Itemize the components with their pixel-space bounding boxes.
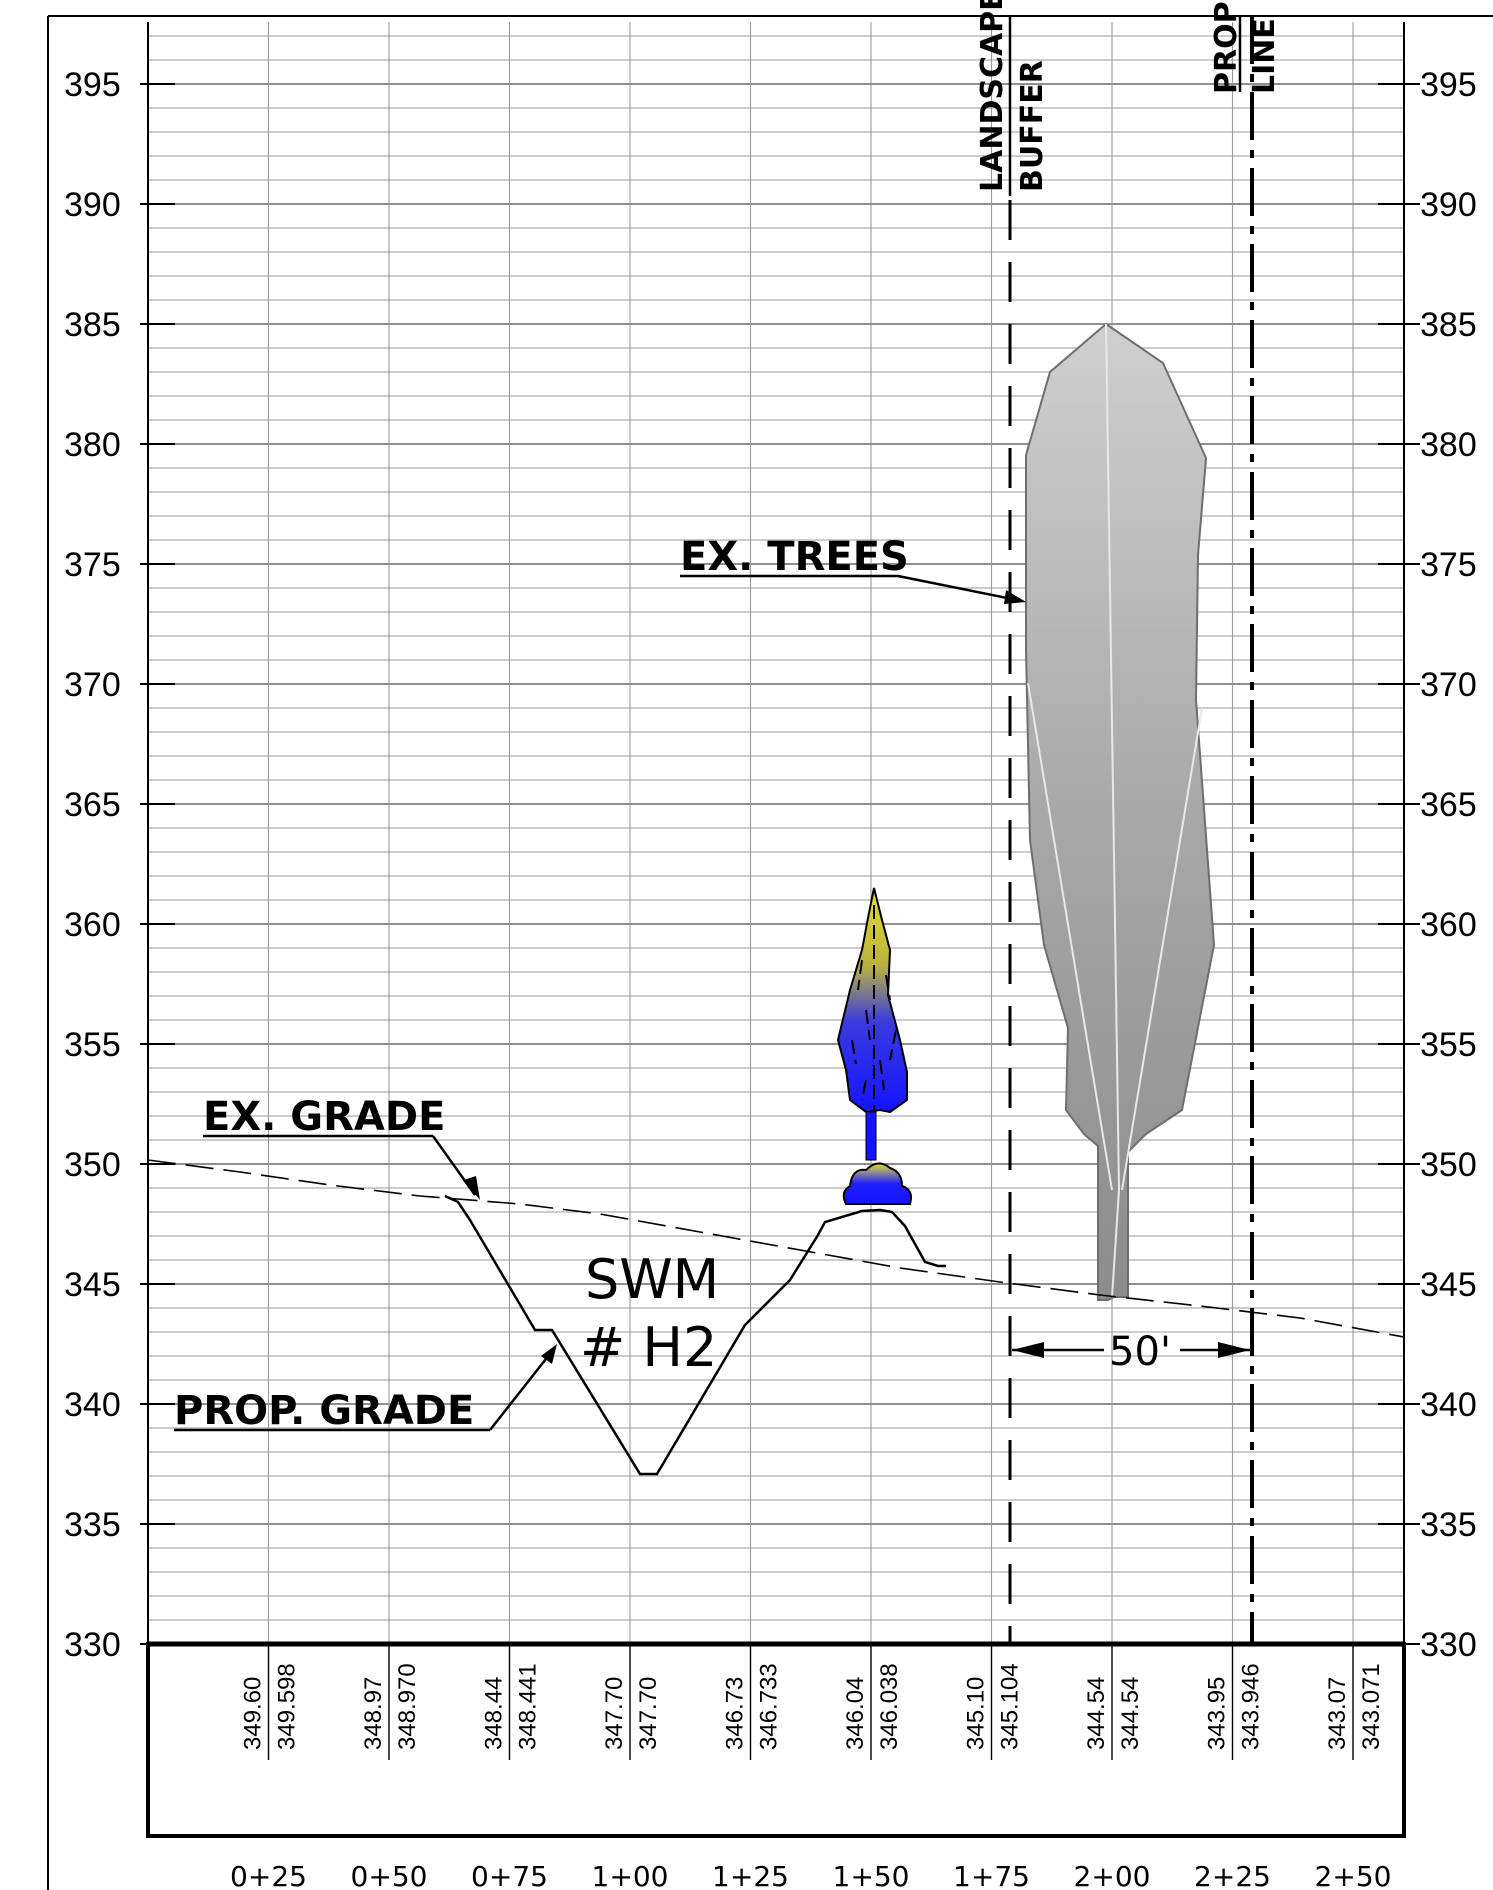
station-label: 1+25 <box>712 1860 789 1890</box>
existing-tree-vein-left <box>1027 682 1113 1191</box>
elevation-label-left: 365 <box>64 786 121 824</box>
proposed-shrub-canopy <box>836 887 908 1114</box>
existing-grade-value: 346.73 <box>722 1677 749 1750</box>
existing-grade-line <box>147 1159 1405 1338</box>
proposed-grade-value: 346.038 <box>876 1663 903 1750</box>
existing-tree-vein-center <box>1105 323 1120 1191</box>
elevation-label-left: 340 <box>64 1386 121 1424</box>
elevation-label-right: 380 <box>1420 426 1477 464</box>
station-label: 1+50 <box>833 1860 910 1890</box>
elevation-label-right: 355 <box>1420 1026 1477 1064</box>
proposed-grade-value: 347.70 <box>635 1677 662 1750</box>
elevation-label-right: 395 <box>1420 66 1477 104</box>
proposed-grade-value: 345.104 <box>997 1663 1024 1750</box>
existing-tree-canopy <box>1025 322 1216 1301</box>
station-label: 1+00 <box>592 1860 669 1890</box>
station-label: 0+50 <box>351 1860 428 1890</box>
elevation-label-left: 330 <box>64 1626 121 1664</box>
ex-trees-arrowhead <box>1004 590 1026 604</box>
ex-grade-leader <box>431 1135 477 1196</box>
elevation-label-right: 385 <box>1420 306 1477 344</box>
dimension-arrow-left <box>1012 1342 1044 1358</box>
station-label: 1+75 <box>953 1860 1030 1890</box>
elevation-label-left: 375 <box>64 546 121 584</box>
elevation-label-left: 360 <box>64 906 121 944</box>
prop-grade-leader <box>489 1349 554 1431</box>
prop-line-label-1: PROP <box>1209 1 1244 94</box>
elevation-labels-left: 395 390 385 380 375 370 365 360 355 350 345 340 335 3… <box>64 66 175 1664</box>
proposed-grade-value: 348.970 <box>394 1663 421 1750</box>
elevation-label-right: 335 <box>1420 1506 1477 1544</box>
elevation-label-right: 365 <box>1420 786 1477 824</box>
ex-trees-leader <box>897 574 1023 603</box>
proposed-grade-value: 348.441 <box>515 1663 542 1750</box>
station-label: 0+75 <box>471 1860 548 1890</box>
existing-tree-vein-trunk <box>1111 1189 1120 1298</box>
proposed-grade-value: 344.54 <box>1117 1677 1144 1750</box>
elevation-label-left: 380 <box>64 426 121 464</box>
dimension-arrow-right <box>1218 1342 1250 1358</box>
existing-grade-value: 346.04 <box>842 1677 869 1750</box>
ex-grade-label: EX. GRADE <box>203 1094 445 1140</box>
existing-grade-value: 343.95 <box>1204 1677 1231 1750</box>
ex-trees-label: EX. TREES <box>680 534 909 580</box>
existing-grade-value: 343.07 <box>1324 1677 1351 1750</box>
existing-grade-value: 348.97 <box>360 1677 387 1750</box>
proposed-grade-value: 343.946 <box>1238 1663 1265 1750</box>
landscape-buffer-label-1: LANDSCAPE <box>975 0 1010 192</box>
landscape-buffer-label-2: BUFFER <box>1015 60 1050 192</box>
grade-table-values: 349.60 349.598 348.97 348.970 348.44 348.441 3… <box>240 1644 1385 1760</box>
ex-grade-arrowhead <box>464 1176 480 1200</box>
elevation-label-right: 375 <box>1420 546 1477 584</box>
proposed-shrub-trunk <box>865 1111 877 1161</box>
existing-grade-value: 349.60 <box>240 1677 267 1750</box>
elevation-label-right: 340 <box>1420 1386 1477 1424</box>
elevation-label-left: 385 <box>64 306 121 344</box>
swm-label-line1: SWM <box>585 1248 719 1311</box>
elevation-label-left: 355 <box>64 1026 121 1064</box>
elevation-label-right: 370 <box>1420 666 1477 704</box>
proposed-shrub-detail <box>851 905 897 1110</box>
station-label: 0+25 <box>230 1860 307 1890</box>
proposed-grade-line <box>444 1194 946 1476</box>
swm-label-line2: # H2 <box>580 1316 717 1379</box>
proposed-shrub-graphic <box>836 887 912 1205</box>
elevation-label-left: 345 <box>64 1266 121 1304</box>
elevation-label-right: 390 <box>1420 186 1477 224</box>
elevation-label-right: 345 <box>1420 1266 1477 1304</box>
elevation-label-left: 370 <box>64 666 121 704</box>
elevation-label-left: 395 <box>64 66 121 104</box>
proposed-grade-value: 346.733 <box>756 1663 783 1750</box>
prop-line-label-2: LINE <box>1247 18 1282 94</box>
prop-grade-label: PROP. GRADE <box>174 1388 474 1434</box>
grade-table-box <box>146 1642 1406 1838</box>
station-label: 2+50 <box>1315 1860 1392 1890</box>
proposed-shrub-base <box>842 1162 912 1205</box>
elevation-label-right: 330 <box>1420 1626 1477 1664</box>
proposed-grade-value: 343.071 <box>1358 1663 1385 1750</box>
prop-grade-arrowhead <box>541 1344 557 1364</box>
existing-grade-value: 348.44 <box>481 1677 508 1750</box>
elevation-label-left: 350 <box>64 1146 121 1184</box>
station-labels: 0+25 0+50 0+75 1+00 1+25 1+50 1+75 2+00 2+25 2+50 <box>230 1860 1391 1890</box>
elevation-label-right: 360 <box>1420 906 1477 944</box>
existing-trees-graphic <box>1025 322 1216 1301</box>
elevation-labels-right: 395 390 385 380 375 370 365 360 355 350 345 340 335 3… <box>1378 66 1477 1664</box>
elevation-label-left: 335 <box>64 1506 121 1544</box>
existing-grade-value: 344.54 <box>1083 1677 1110 1750</box>
station-label: 2+25 <box>1194 1860 1271 1890</box>
existing-grade-value: 345.10 <box>963 1677 990 1750</box>
existing-tree-vein-right <box>1121 707 1203 1191</box>
proposed-grade-value: 349.598 <box>274 1663 301 1750</box>
elevation-label-right: 350 <box>1420 1146 1477 1184</box>
existing-grade-value: 347.70 <box>601 1677 628 1750</box>
elevation-label-left: 390 <box>64 186 121 224</box>
dimension-label-50ft: 50' <box>1109 1329 1171 1375</box>
station-label: 2+00 <box>1074 1860 1151 1890</box>
